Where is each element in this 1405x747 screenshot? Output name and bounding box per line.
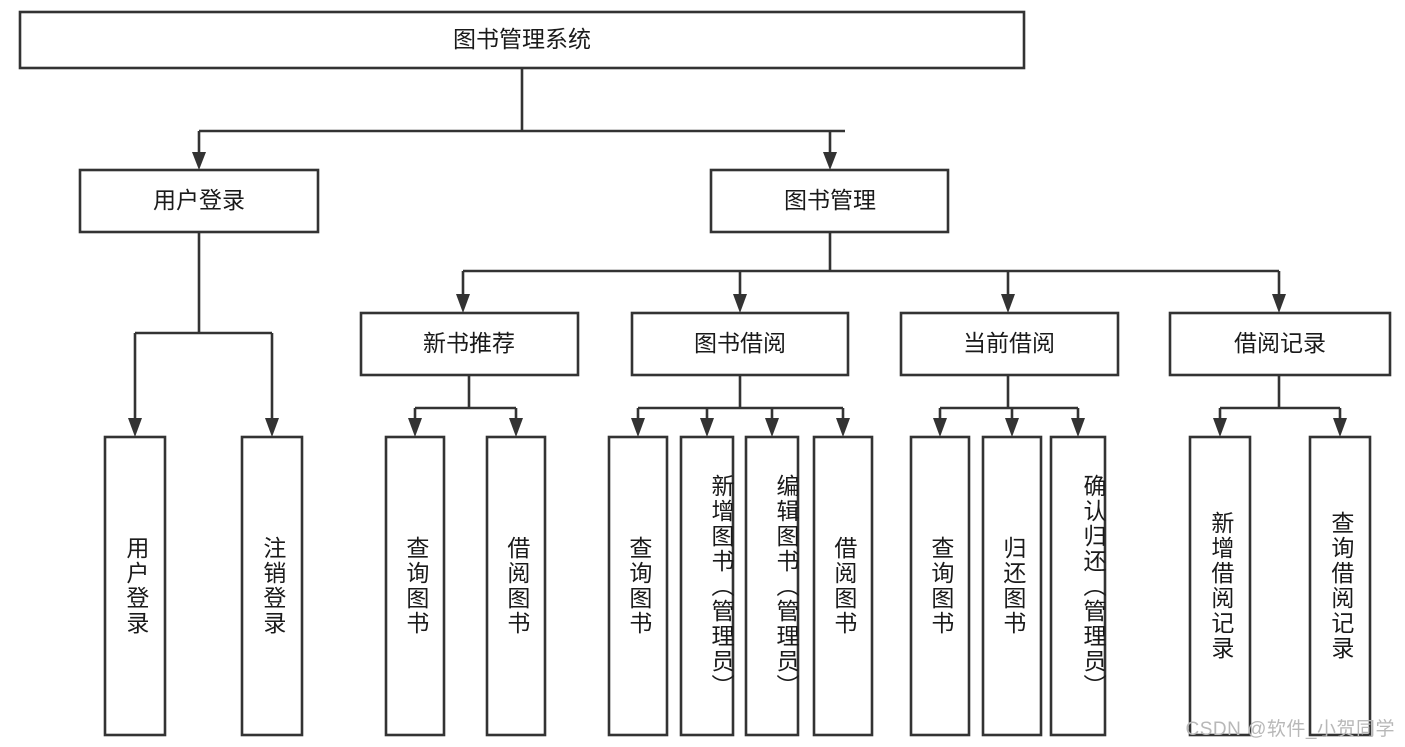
node-root-label: 图书管理系统: [453, 26, 591, 52]
node-leaf-user-login[interactable]: [103, 435, 167, 737]
arrowhead-leaf-borrow-book-1: [509, 418, 523, 437]
node-current-borrow[interactable]: 当前借阅: [899, 311, 1120, 377]
node-leaf-query-book-2[interactable]: [607, 435, 669, 737]
arrowhead-leaf-confirm-return: [1071, 418, 1085, 437]
node-leaf-add-book[interactable]: [679, 435, 735, 737]
arrowhead-leaf-query-record: [1333, 418, 1347, 437]
arrowhead-leaf-query-book-2: [631, 418, 645, 437]
node-leaf-borrow-book-2[interactable]: [812, 435, 874, 737]
node-current-borrow-label: 当前借阅: [963, 330, 1055, 356]
node-new-book-rec-label: 新书推荐: [423, 330, 515, 356]
node-book-manage[interactable]: 图书管理: [709, 168, 950, 234]
arrowhead-book-manage: [823, 152, 837, 170]
arrowhead-leaf-borrow-book-2: [836, 418, 850, 437]
arrowhead-leaf-query-book-1: [408, 418, 422, 437]
arrowhead-current-borrow: [1001, 294, 1015, 313]
node-user-login-label: 用户登录: [153, 187, 245, 213]
node-leaf-confirm-return[interactable]: [1049, 435, 1107, 737]
arrowhead-user-login: [192, 152, 206, 170]
node-leaf-add-record[interactable]: [1188, 435, 1252, 737]
node-borrow-record[interactable]: 借阅记录: [1168, 311, 1392, 377]
connector-layer: [128, 68, 1347, 437]
node-leaf-query-record[interactable]: [1308, 435, 1372, 737]
node-root[interactable]: 图书管理系统: [18, 10, 1026, 70]
arrowhead-leaf-edit-book: [765, 418, 779, 437]
arrowhead-leaf-add-book: [700, 418, 714, 437]
arrowhead-new-book-rec: [456, 294, 470, 313]
arrowhead-leaf-logout-login: [265, 418, 279, 437]
node-leaf-borrow-book-1[interactable]: [485, 435, 547, 737]
arrowhead-leaf-return-book: [1005, 418, 1019, 437]
arrowhead-leaf-query-book-3: [933, 418, 947, 437]
node-book-borrow[interactable]: 图书借阅: [630, 311, 850, 377]
arrowhead-leaf-add-record: [1213, 418, 1227, 437]
arrowhead-leaf-user-login: [128, 418, 142, 437]
node-user-login[interactable]: 用户登录: [78, 168, 320, 234]
csdn-watermark: CSDN @软件_小贺同学: [1185, 719, 1395, 740]
node-new-book-rec[interactable]: 新书推荐: [359, 311, 580, 377]
node-book-manage-label: 图书管理: [784, 187, 876, 213]
node-leaf-query-book-3[interactable]: [909, 435, 971, 737]
node-book-borrow-label: 图书借阅: [694, 330, 786, 356]
node-leaf-edit-book[interactable]: [744, 435, 800, 737]
arrowhead-book-borrow: [733, 294, 747, 313]
node-borrow-record-label: 借阅记录: [1234, 330, 1326, 356]
arrowhead-borrow-record: [1272, 294, 1286, 313]
leaf-box-layer: [103, 435, 1372, 737]
node-leaf-query-book-1[interactable]: [384, 435, 446, 737]
node-leaf-return-book[interactable]: [981, 435, 1043, 737]
node-leaf-logout-login[interactable]: [240, 435, 304, 737]
